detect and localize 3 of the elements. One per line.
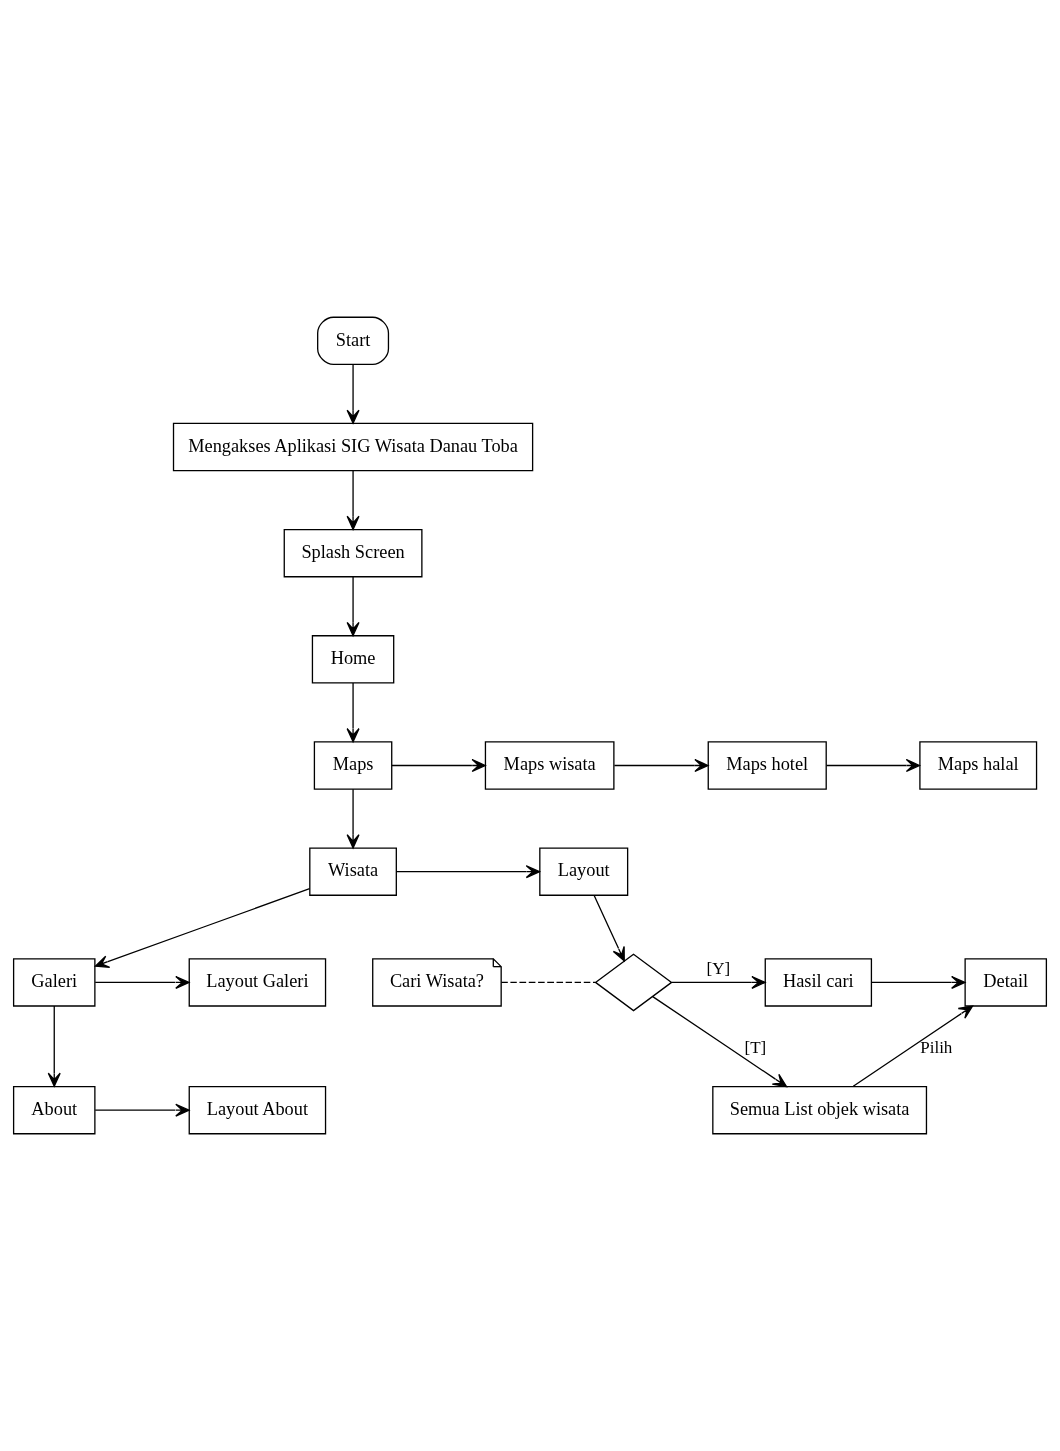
- edge-label: [T]: [744, 1038, 767, 1058]
- edge-label: [Y]: [706, 958, 731, 978]
- edge-label: Pilih: [920, 1038, 953, 1058]
